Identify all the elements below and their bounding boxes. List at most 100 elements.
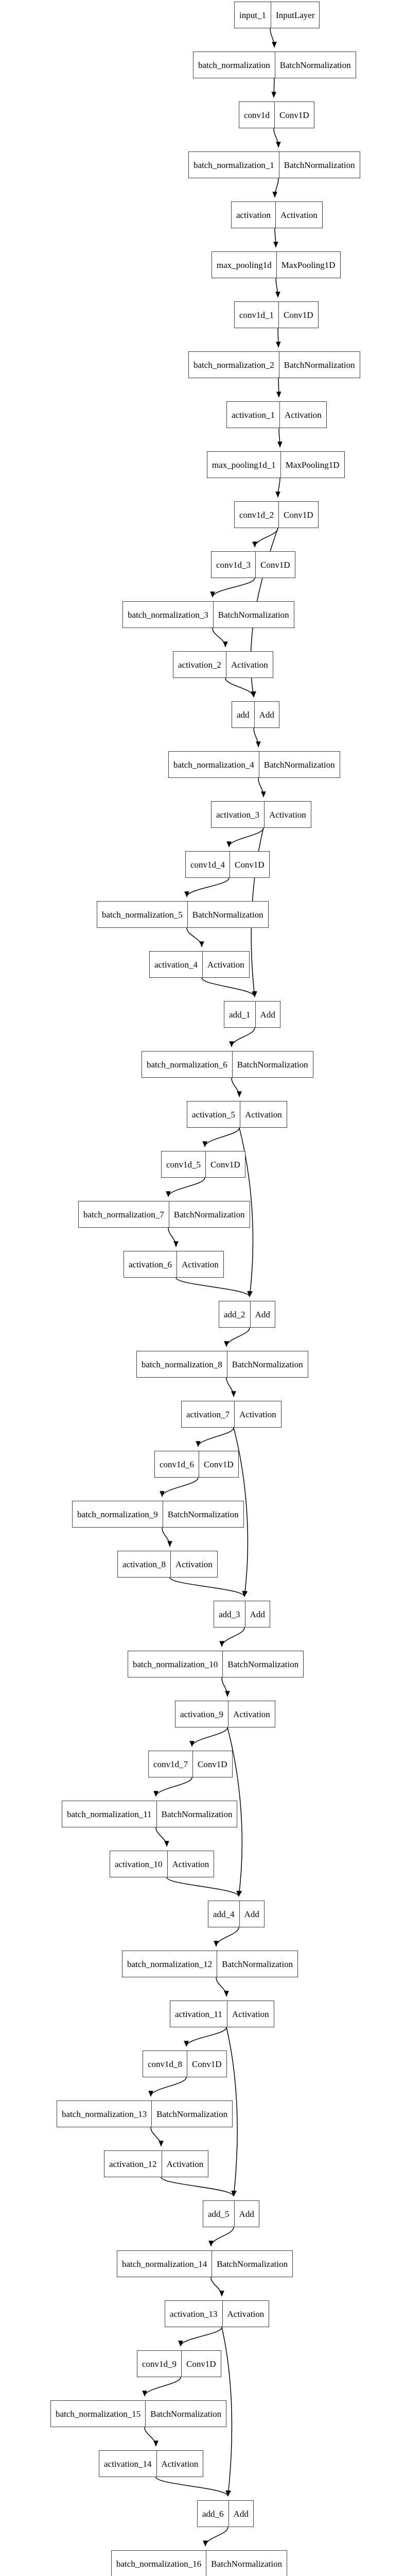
edge-conv1d_6-to-bn_9: [160, 1477, 199, 1497]
node-class: Activation: [226, 2001, 274, 2027]
edge-bn_13-to-act_12: [150, 2127, 164, 2147]
node-label: activation_2: [178, 659, 222, 670]
edge-mp_0-to-conv1d_1: [275, 278, 280, 298]
graph-node-act_2[interactable]: activation_2 Activation: [173, 651, 273, 678]
node-label: batch_normalization_3: [128, 609, 208, 620]
node-class: Activation: [177, 1251, 223, 1277]
edge-bn_5-to-act_4: [186, 927, 204, 947]
node-label: batch_normalization_11: [67, 1809, 152, 1819]
node-label: batch_normalization_8: [142, 1359, 222, 1369]
node-class: BatchNormalization: [222, 1651, 303, 1677]
edge-add_0-to-bn_4: [253, 727, 261, 748]
edge-act_3-to-conv1d_4: [226, 827, 264, 848]
graph-node-bn_11[interactable]: batch_normalization_11 BatchNormalization: [62, 1801, 238, 1827]
edge-act_2-to-add_0: [225, 677, 256, 698]
node-class: BatchNormalization: [156, 1801, 237, 1827]
node-class: MaxPooling1D: [280, 452, 344, 478]
edge-conv1d_5-to-bn_7: [166, 1177, 205, 1197]
node-label: activation_11: [175, 2009, 222, 2019]
graph-node-bn_9[interactable]: batch_normalization_9 BatchNormalization: [72, 1501, 244, 1528]
edge-act_8-to-add_3: [169, 1577, 247, 1597]
graph-node-act_11[interactable]: activation_11 Activation: [170, 2001, 274, 2027]
node-label: batch_normalization_15: [56, 2409, 141, 2419]
edge-input_1-to-bn_0: [270, 28, 277, 48]
edge-act_12-to-add_5: [161, 2177, 236, 2197]
node-label: activation_1: [232, 410, 275, 420]
edge-bn_2-to-act_1: [276, 378, 281, 398]
node-label: batch_normalization_9: [77, 1509, 158, 1519]
node-class: BatchNormalization: [168, 1201, 250, 1227]
edge-act_11-to-conv1d_8: [184, 2027, 227, 2047]
node-label: add_3: [219, 1609, 240, 1619]
node-class: Add: [234, 2201, 259, 2227]
node-class: Conv1D: [199, 1451, 238, 1477]
node-label: add_5: [208, 2209, 230, 2219]
node-class: Activation: [226, 652, 273, 677]
edge-bn_12-to-act_11: [216, 1977, 229, 1997]
edge-bn_14-to-act_13: [210, 2277, 224, 2297]
edge-mp_1-to-conv1d_2: [275, 478, 280, 498]
graph-node-bn_6[interactable]: batch_normalization_6 BatchNormalization: [142, 1051, 313, 1078]
node-class: Conv1D: [255, 552, 295, 578]
node-class: BatchNormalization: [278, 352, 360, 378]
edge-act_4-to-add_1: [201, 977, 257, 997]
graph-node-add_5[interactable]: add_5 Add: [203, 2200, 259, 2227]
node-class: BatchNormalization: [162, 1501, 243, 1527]
node-label: activation_10: [115, 1859, 163, 1869]
node-class: Conv1D: [274, 102, 314, 128]
node-label: batch_normalization_6: [147, 1059, 227, 1070]
node-label: activation_14: [104, 2459, 152, 2469]
edge-bn_6-to-act_5: [231, 1077, 242, 1097]
node-class: BatchNormalization: [232, 1052, 313, 1077]
edge-conv1d_3-to-bn_3: [210, 578, 255, 598]
